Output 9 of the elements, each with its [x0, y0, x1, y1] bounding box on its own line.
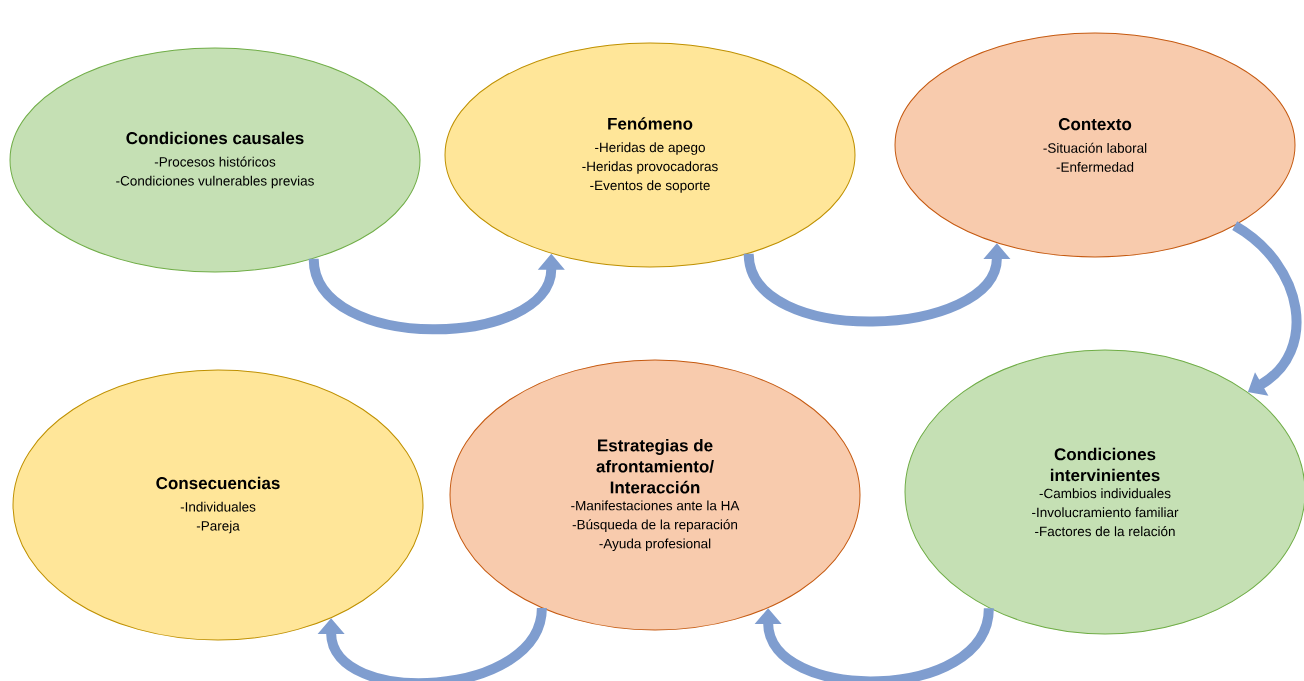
ellipse-node: Estrategias de afrontamiento/ Interacción -Manifestaciones ante la HA -Búsqueda de la reparación -Ayuda profesional — [449, 359, 861, 631]
curved-arrow — [1231, 221, 1302, 396]
curved-arrow — [754, 607, 994, 681]
ellipse-node: Condiciones intervinientes -Cambios individuales -Involucramiento familiar -Factores de la relación — [904, 349, 1304, 635]
ellipse-node: Condiciones causales -Procesos históricos -Condiciones vulnerables previas — [9, 47, 421, 273]
ellipse-node: Fenómeno -Heridas de apego -Heridas provocadoras -Eventos de soporte — [444, 42, 856, 268]
curved-arrow — [317, 607, 547, 681]
ellipse-node: Contexto -Situación laboral -Enfermedad — [894, 32, 1296, 258]
ellipse-node: Consecuencias -Individuales -Pareja — [12, 369, 424, 641]
